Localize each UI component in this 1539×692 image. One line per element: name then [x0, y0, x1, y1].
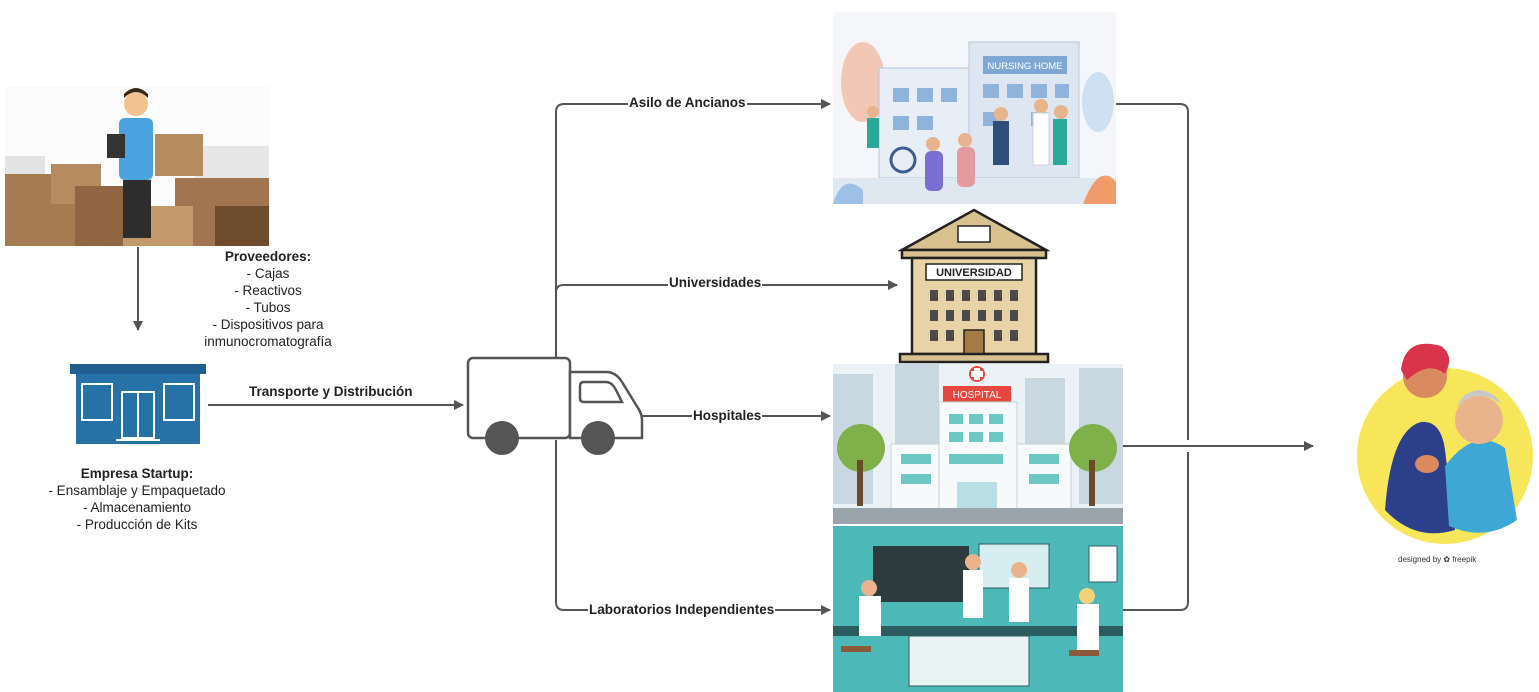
suppliers-item: - Tubos — [245, 300, 291, 315]
suppliers-item: - Dispositivos para — [212, 317, 324, 332]
startup-caption: Empresa Startup: - Ensamblaje y Empaquet… — [30, 465, 244, 533]
edge-label-universities: Universidades — [668, 275, 763, 290]
edge-label-transport: Transporte y Distribución — [248, 384, 414, 399]
suppliers-title: Proveedores: — [224, 249, 312, 264]
patient-care-image — [1345, 330, 1535, 545]
branch-trunk — [555, 99, 831, 358]
startup-building-icon — [66, 362, 210, 444]
truck-icon — [466, 356, 646, 456]
branch-universities — [555, 280, 898, 293]
university-image: UNIVERSIDAD — [898, 206, 1050, 364]
merge-labs — [1123, 452, 1189, 611]
supplier-image — [5, 86, 269, 246]
freepik-credit: designed by ✿ freepik — [1398, 555, 1477, 564]
nursing-home-sign: NURSING HOME — [988, 61, 1063, 72]
branch-labs — [555, 440, 831, 615]
university-sign: UNIVERSIDAD — [936, 267, 1012, 279]
edge-label-labs: Laboratorios Independientes — [588, 602, 776, 617]
suppliers-item: - Cajas — [246, 266, 290, 281]
suppliers-item: - Reactivos — [234, 283, 302, 298]
startup-item: - Producción de Kits — [76, 517, 198, 532]
startup-item: - Almacenamiento — [82, 500, 192, 515]
laboratory-image — [833, 526, 1123, 692]
suppliers-caption: Proveedores: - Cajas - Reactivos - Tubos… — [170, 248, 366, 350]
startup-item: - Ensamblaje y Empaquetado — [48, 483, 226, 498]
hospital-sign: HOSPITAL — [953, 390, 1002, 401]
suppliers-item: inmunocromatografía — [204, 334, 332, 349]
edge-label-hospitals: Hospitales — [692, 408, 763, 423]
nursing-home-image: NURSING HOME — [833, 12, 1116, 204]
hospital-image: HOSPITAL — [833, 364, 1123, 524]
merge-nursing — [1115, 103, 1189, 440]
edge-label-nursing: Asilo de Ancianos — [628, 95, 747, 110]
startup-title: Empresa Startup: — [80, 466, 194, 481]
